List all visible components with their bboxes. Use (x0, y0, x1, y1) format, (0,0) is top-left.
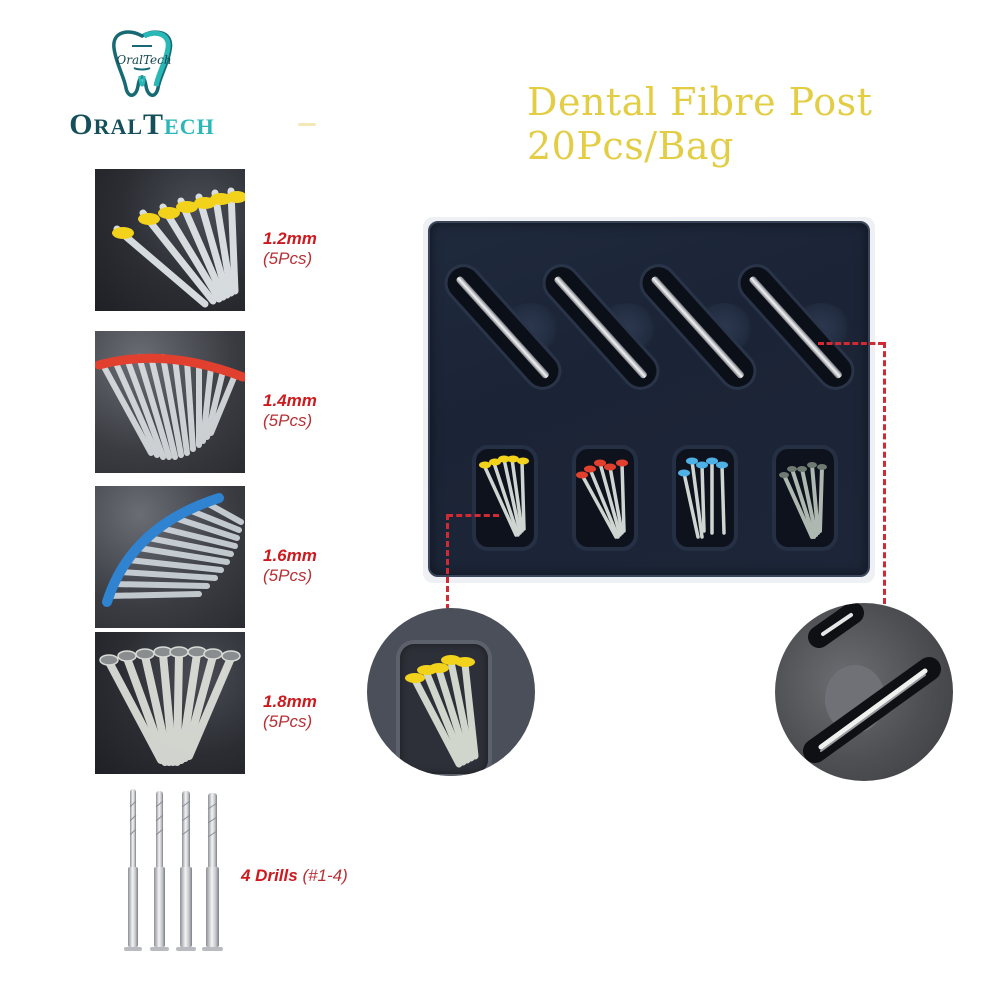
fibre-posts-image (95, 353, 245, 460)
fibre-posts-icon (779, 462, 827, 539)
drills-count-text: 4 Drills (241, 866, 298, 885)
wordmark-ech: ECH (164, 114, 215, 139)
drills-label: 4 Drills (#1-4) (241, 866, 348, 886)
post-pocket-blue (676, 449, 734, 547)
drills-range-text: (#1-4) (302, 866, 348, 885)
variant-label: 1.2mm (5Pcs) (263, 229, 317, 269)
size-text: 1.2mm (263, 229, 317, 248)
tooth-icon (112, 30, 173, 97)
decorative-mark (298, 123, 316, 126)
drill-bits-icon (124, 789, 223, 951)
post-thumbnail-red (95, 331, 245, 473)
fibre-posts-image (99, 646, 241, 766)
post-thumbnail-blue (95, 486, 245, 628)
title-line-1: Dental Fibre Post (527, 80, 873, 124)
variant-label: 1.6mm (5Pcs) (263, 546, 325, 586)
fibre-post-tray (428, 221, 870, 577)
variant-label: 1.4mm (5Pcs) (263, 391, 325, 431)
product-title: Dental Fibre Post 20Pcs/Bag (527, 80, 957, 168)
post-pocket-red (576, 449, 634, 547)
post-pocket-yellow (476, 449, 534, 547)
connector-right-vertical (883, 342, 886, 604)
variant-label: 1.8mm (5Pcs) (263, 692, 325, 732)
wordmark-o: O (69, 108, 94, 141)
drills-image (118, 787, 228, 957)
post-thumbnail-grey (95, 632, 245, 774)
connector-left-vertical (446, 514, 449, 610)
logo-wordmark: ORALTECH (52, 108, 232, 142)
oraltech-logo: OralTech ORALTECH (52, 26, 232, 141)
wordmark-t: T (143, 108, 165, 141)
fibre-posts-icon (678, 457, 728, 539)
connector-left-horizontal (447, 514, 499, 517)
connector-right-horizontal (818, 342, 884, 345)
title-line-2: 20Pcs/Bag (527, 124, 734, 168)
variant-1-6mm: 1.6mm (5Pcs) (95, 486, 325, 628)
detail-closeup-post-pocket (367, 608, 535, 776)
size-text: 1.4mm (263, 391, 317, 410)
wordmark-ral: RAL (93, 114, 144, 139)
post-thumbnail-yellow (95, 169, 245, 311)
fibre-posts-closeup-icon (405, 655, 479, 768)
variant-1-4mm: 1.4mm (5Pcs) (95, 331, 325, 473)
detail-closeup-drill-slot (775, 603, 953, 781)
size-text: 1.6mm (263, 546, 317, 565)
variant-1-2mm: 1.2mm (5Pcs) (95, 169, 325, 311)
fibre-posts-icon (576, 459, 628, 539)
quantity-text: (5Pcs) (263, 411, 313, 430)
quantity-text: (5Pcs) (263, 249, 313, 268)
logo-script-text: OralTech (116, 53, 172, 67)
fibre-posts-image (112, 187, 245, 308)
quantity-text: (5Pcs) (263, 712, 313, 731)
quantity-text: (5Pcs) (263, 566, 313, 585)
fibre-posts-image (102, 493, 244, 607)
size-text: 1.8mm (263, 692, 317, 711)
drill-closeup-icon (803, 603, 941, 763)
post-pocket-grey (776, 449, 834, 547)
variant-1-8mm: 1.8mm (5Pcs) (95, 632, 325, 774)
fibre-posts-icon (479, 455, 529, 537)
